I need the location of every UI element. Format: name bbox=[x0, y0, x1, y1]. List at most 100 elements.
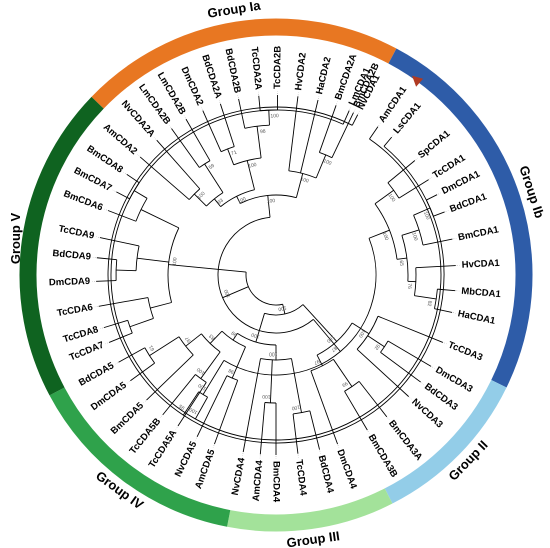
tip-label: AmCDA2 bbox=[101, 122, 139, 157]
branch bbox=[116, 191, 130, 200]
branch-arc bbox=[344, 381, 360, 392]
branch bbox=[383, 136, 393, 147]
branch bbox=[162, 374, 196, 416]
bootstrap-value: 83 bbox=[208, 333, 216, 341]
bootstrap-value: 100 bbox=[269, 351, 278, 357]
tip-label: TcCDA2A bbox=[249, 46, 264, 90]
bootstrap-value: 100 bbox=[172, 257, 179, 266]
ring-segment bbox=[19, 96, 104, 396]
branch-arc bbox=[319, 152, 333, 159]
leader-line bbox=[168, 125, 172, 128]
branch bbox=[98, 297, 149, 307]
leader-line bbox=[237, 94, 239, 99]
branch bbox=[310, 370, 338, 445]
branch bbox=[99, 237, 140, 247]
leader-line bbox=[212, 445, 215, 448]
leader-line bbox=[123, 171, 127, 174]
branch bbox=[344, 391, 368, 431]
branch bbox=[356, 348, 410, 397]
tip-label: TcCDA2B bbox=[272, 46, 283, 89]
leader-line bbox=[105, 342, 109, 345]
bootstrap-value: 93 bbox=[217, 198, 225, 206]
branch-arc bbox=[135, 198, 148, 222]
tip-label: TcCDA7 bbox=[68, 340, 106, 364]
branch bbox=[103, 319, 128, 329]
branch bbox=[351, 114, 359, 126]
tip-label: BdCDA9 bbox=[52, 248, 91, 263]
ring-segment bbox=[384, 379, 507, 504]
branch-arc bbox=[387, 182, 400, 199]
bootstrap-values: 1008710010095100100651001007682100100100… bbox=[148, 113, 432, 415]
branch-arc bbox=[316, 322, 353, 356]
bootstrap-value: 100 bbox=[262, 393, 271, 399]
tip-label: BdCDA4 bbox=[316, 454, 336, 495]
branch-arc bbox=[206, 192, 224, 207]
leader-line bbox=[409, 397, 412, 400]
leader-line bbox=[378, 123, 381, 126]
leader-line bbox=[421, 382, 425, 385]
leader-line bbox=[143, 400, 146, 403]
bootstrap-value: 100 bbox=[270, 113, 279, 119]
bootstrap-value: 100 bbox=[248, 162, 258, 170]
branch bbox=[182, 391, 200, 416]
bootstrap-value: 100 bbox=[410, 232, 418, 242]
leader-line bbox=[112, 189, 116, 192]
leader-line bbox=[353, 108, 356, 112]
leader-line bbox=[175, 426, 178, 430]
branch bbox=[288, 96, 299, 171]
branch bbox=[185, 333, 202, 347]
branch bbox=[256, 126, 262, 158]
branch-arc bbox=[380, 340, 389, 353]
tip-label: BmCDA7 bbox=[72, 165, 114, 194]
bootstrap-value: 100 bbox=[267, 198, 276, 205]
branch bbox=[380, 351, 421, 383]
tip-label: DmCDA5 bbox=[89, 379, 129, 413]
tip-label: AmCDA5 bbox=[193, 447, 218, 490]
leader-line bbox=[367, 430, 370, 434]
tip-label: BdCDA1 bbox=[448, 191, 489, 215]
leader-line bbox=[218, 99, 221, 103]
tip-label: HaCDA1 bbox=[457, 308, 497, 327]
tip-label: TcCDA4 bbox=[293, 459, 308, 497]
tip-label: BmCDA4 bbox=[270, 461, 281, 503]
bootstrap-value: 92 bbox=[373, 343, 381, 351]
branch bbox=[318, 105, 337, 153]
leader-line bbox=[200, 106, 203, 110]
tip-label: TcCDA6 bbox=[56, 302, 94, 319]
branch bbox=[433, 211, 445, 217]
branch-arc bbox=[107, 106, 445, 444]
bootstrap-value: 100 bbox=[277, 304, 287, 312]
bootstrap-value: 100 bbox=[325, 334, 335, 344]
branch-arc bbox=[147, 297, 154, 319]
tip-label: BmCDA6 bbox=[62, 188, 104, 213]
leader-line bbox=[443, 342, 447, 345]
branch bbox=[300, 99, 319, 174]
branch bbox=[177, 382, 207, 427]
bootstrap-value: 99 bbox=[230, 329, 238, 337]
branch-arc bbox=[110, 109, 442, 441]
branch bbox=[116, 269, 137, 272]
branch bbox=[255, 313, 265, 343]
tip-label: BmCDA5 bbox=[109, 400, 147, 437]
leader-line bbox=[336, 101, 338, 105]
branch bbox=[259, 402, 266, 455]
branch-arc bbox=[221, 330, 246, 348]
branch bbox=[358, 381, 388, 418]
tip-label: TcCDA3 bbox=[446, 340, 484, 364]
branch bbox=[140, 209, 180, 229]
branch bbox=[129, 317, 154, 328]
branch bbox=[258, 95, 261, 111]
branch bbox=[413, 207, 431, 216]
branch bbox=[149, 336, 180, 356]
branch-arc bbox=[401, 235, 409, 282]
bootstrap-value: 100 bbox=[223, 288, 232, 298]
leader-line bbox=[160, 415, 163, 419]
tip-label: NvCDA4 bbox=[230, 456, 248, 496]
bootstrap-value: 100 bbox=[357, 328, 367, 338]
leader-line bbox=[349, 106, 352, 110]
branch bbox=[368, 229, 390, 239]
tip-label: TcCDA9 bbox=[57, 223, 95, 241]
bootstrap-value: 65 bbox=[398, 260, 405, 267]
branch-arc bbox=[178, 336, 194, 356]
branch bbox=[374, 189, 394, 205]
